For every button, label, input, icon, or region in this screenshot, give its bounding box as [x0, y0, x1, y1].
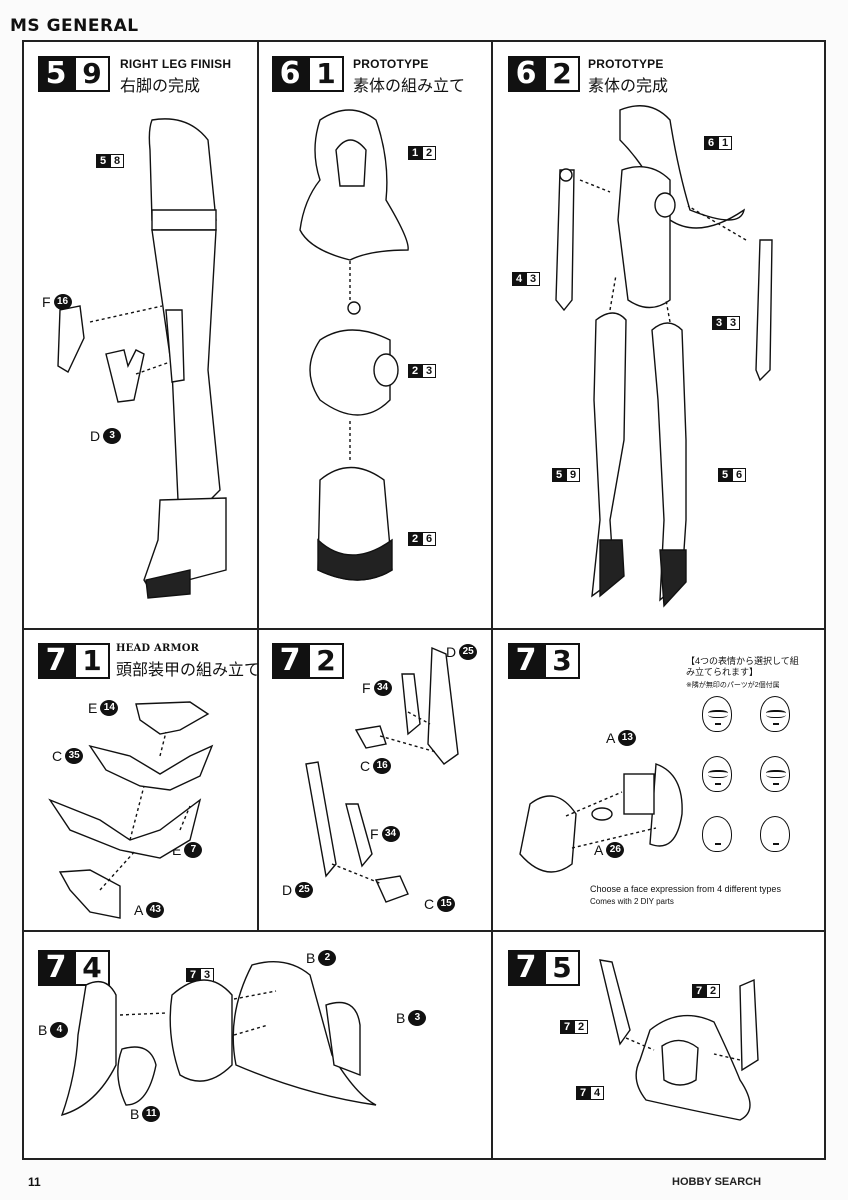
- face-expression-1: [702, 696, 732, 732]
- prototype-full-body-illustration: [555, 105, 773, 608]
- step-71-title-en: HEAD ARMOR: [116, 643, 200, 654]
- step-75-number: 7 5: [508, 950, 580, 986]
- divider: [491, 628, 493, 932]
- head-completion-illustration: [599, 959, 759, 1121]
- face-choice-note-en-sub: Comes with 2 DIY parts: [590, 897, 674, 906]
- page-number: 11: [28, 1175, 41, 1189]
- step-61-title-ja: 素体の組み立て: [353, 76, 466, 95]
- face-assembly-illustration: [519, 763, 683, 873]
- step-59-number: 5 9: [38, 56, 110, 92]
- face-blank-1: [702, 816, 732, 852]
- step-74-number: 7 4: [38, 950, 110, 986]
- watermark: HOBBY SEARCH: [672, 1176, 762, 1188]
- face-expression-3: [702, 756, 732, 792]
- face-choice-note-ja-sub: ※隣が無印のパーツが2個付属: [686, 682, 780, 689]
- step-61-title-en: PROTOTYPE: [353, 57, 429, 71]
- step-72-number: 7 2: [272, 643, 344, 679]
- divider: [491, 40, 493, 630]
- divider: [22, 628, 826, 630]
- step-71-number: 7 1: [38, 643, 110, 679]
- face-expression-2: [760, 696, 790, 732]
- face-expression-4: [760, 756, 790, 792]
- step-61-number: 6 1: [272, 56, 344, 92]
- brand-title: MS GENERAL: [10, 16, 139, 36]
- head-armor-illustration: [48, 701, 214, 919]
- step-59-title-ja: 右脚の完成: [120, 76, 201, 95]
- divider: [491, 930, 493, 1160]
- face-blank-2: [760, 816, 790, 852]
- hair-assembly-illustration: [60, 960, 377, 1117]
- step-59-title-en: RIGHT LEG FINISH: [120, 57, 232, 71]
- divider: [257, 40, 259, 630]
- face-choice-note-en: Choose a face expression from 4 differen…: [590, 884, 781, 894]
- step-71-title-ja: 頭部装甲の組み立て: [116, 660, 261, 679]
- step-73-number: 7 3: [508, 643, 580, 679]
- step-62-title-ja: 素体の完成: [588, 76, 669, 95]
- step-62-number: 6 2: [508, 56, 580, 92]
- head-fins-illustration: [305, 646, 459, 903]
- face-choice-note-ja: 【4つの表情から選択して組み立てられます】: [686, 656, 799, 677]
- step-62-title-en: PROTOTYPE: [588, 57, 664, 71]
- right-leg-illustration: [57, 118, 227, 599]
- prototype-body-parts-illustration: [299, 109, 409, 581]
- divider: [257, 628, 259, 932]
- divider: [22, 930, 826, 932]
